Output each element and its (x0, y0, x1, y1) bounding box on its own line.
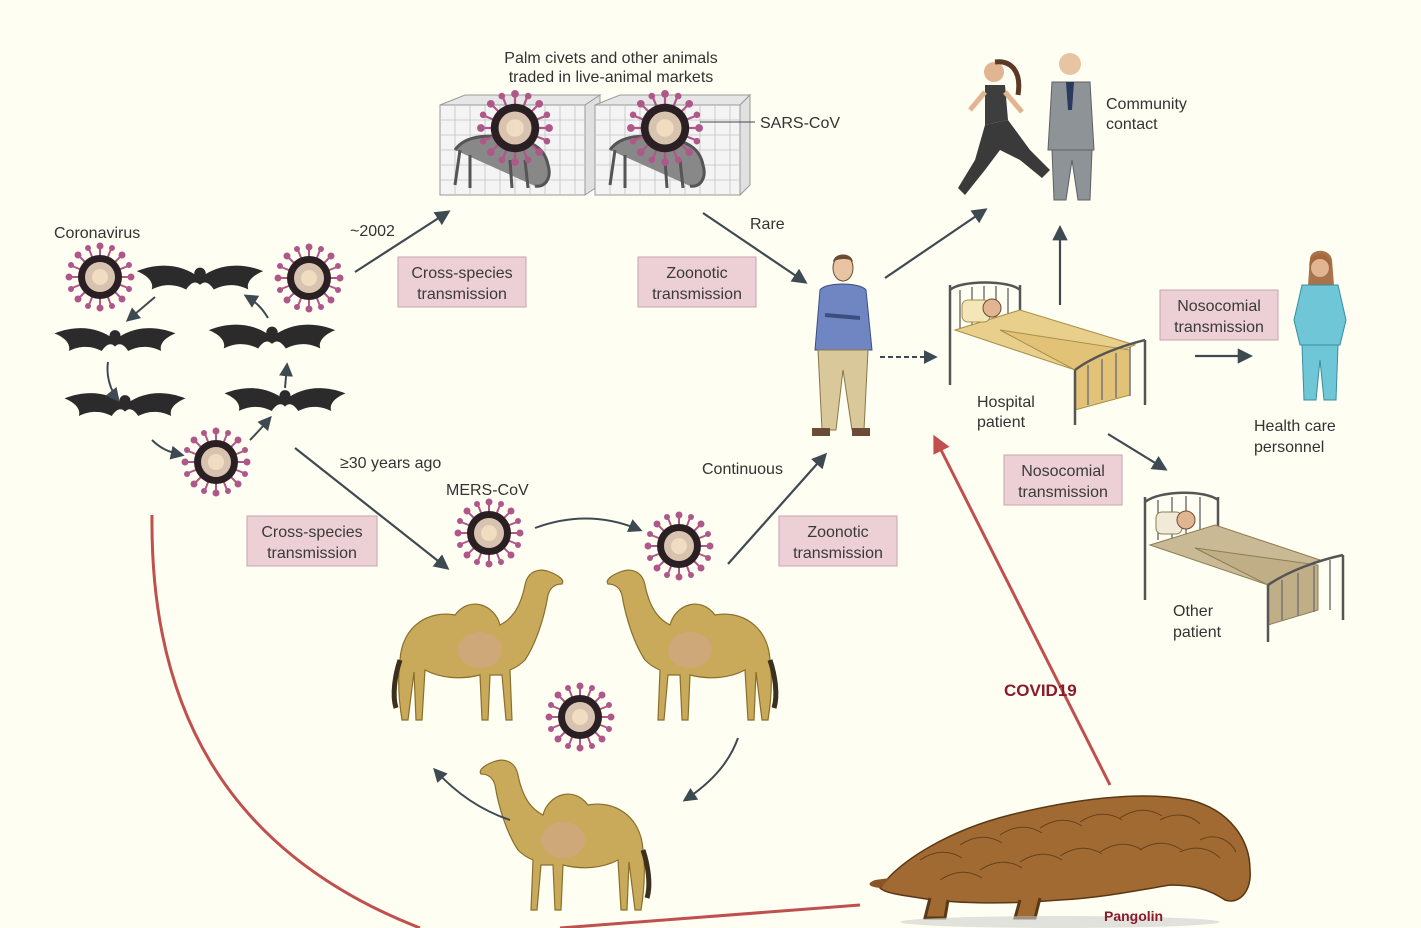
hospital-bed (948, 281, 1147, 425)
arrow-to-other-patient (1107, 433, 1168, 471)
bat-icon-2 (54, 328, 176, 351)
continuous-label: Continuous (702, 461, 783, 478)
health-care-label-1: Health care (1254, 418, 1336, 435)
virus-icon-camel-1 (453, 497, 525, 569)
nosocomial-mid-line-1: Nosocomial (1021, 463, 1105, 480)
pangolin-icon (869, 795, 1251, 928)
camel-icon-1 (394, 570, 563, 720)
red-curve-bats-to-bottom (150, 514, 421, 928)
rare-label: Rare (750, 216, 785, 233)
other-patient-bed (1143, 491, 1345, 642)
arrow-to-cages (354, 210, 451, 273)
zoonotic-bottom-line-1: Zoonotic (807, 524, 868, 541)
bat-icon-3 (208, 324, 336, 349)
year-2002-label: ~2002 (350, 223, 395, 240)
virus-icon-bats-2 (273, 242, 345, 314)
arrow-to-camels (294, 447, 450, 570)
arrow-cages-to-human (702, 212, 808, 284)
nosocomial-box-mid: Nosocomial transmission (1003, 454, 1123, 506)
runner-figure (958, 59, 1050, 195)
palm-civets-label-2: traded in live-animal markets (509, 69, 714, 86)
cross-species-box-bottom: Cross-species transmission (246, 515, 378, 567)
virus-icon-camel-3 (544, 681, 616, 753)
zoonotic-bottom-line-2: transmission (793, 545, 883, 562)
cross-species-top-line-2: transmission (417, 286, 507, 303)
red-arrow-pangolin-to-human (933, 434, 1112, 786)
cross-species-bottom-line-1: Cross-species (261, 524, 362, 541)
red-line-to-pangolin (559, 903, 861, 928)
camel-icon-3 (480, 760, 649, 910)
palm-civets-label-1: Palm civets and other animals (504, 50, 717, 67)
zoonotic-top-line-2: transmission (652, 286, 742, 303)
arrow-camels-to-human (727, 452, 828, 565)
cross-species-bottom-line-2: transmission (267, 545, 357, 562)
other-patient-label-1: Other (1173, 603, 1214, 620)
bat-icon-1 (136, 265, 264, 290)
hospital-label-2: patient (977, 414, 1026, 431)
camel-icon-2 (607, 570, 776, 720)
cage-right (594, 88, 752, 197)
virus-icon-camel-2 (643, 510, 715, 582)
bat-cycle-arrows (105, 294, 294, 460)
camel-cycle-arrows (433, 517, 739, 821)
health-care-label-2: personnel (1254, 439, 1324, 456)
years-ago-label: ≥30 years ago (340, 455, 441, 472)
virus-icon-bats-3 (180, 426, 252, 498)
sars-cov-label: SARS-CoV (760, 115, 840, 132)
zoonotic-box-top: Zoonotic transmission (637, 256, 757, 308)
cross-species-top-line-1: Cross-species (411, 265, 512, 282)
coronavirus-label: Coronavirus (54, 225, 140, 242)
community-label-2: contact (1106, 116, 1158, 133)
hospital-label-1: Hospital (977, 394, 1035, 411)
covid19-label: COVID19 (1004, 681, 1077, 700)
health-care-figure (1293, 250, 1347, 401)
nosocomial-right-line-1: Nosocomial (1177, 298, 1261, 315)
community-label-1: Community (1106, 96, 1187, 113)
mers-cov-label: MERS-CoV (446, 482, 529, 499)
bat-icon-5 (224, 388, 346, 411)
arrow-human-to-community (884, 208, 988, 279)
cross-species-box-top: Cross-species transmission (397, 256, 527, 308)
zoonotic-top-line-1: Zoonotic (666, 265, 727, 282)
cage-left (439, 88, 602, 196)
other-patient-label-2: patient (1173, 624, 1222, 641)
nosocomial-box-right: Nosocomial transmission (1159, 289, 1279, 341)
human-figure (812, 254, 873, 436)
nosocomial-right-line-2: transmission (1174, 319, 1264, 336)
bat-icon-4 (64, 393, 186, 416)
virus-icon-bats-1 (64, 241, 136, 313)
nosocomial-mid-line-2: transmission (1018, 484, 1108, 501)
pangolin-label: Pangolin (1104, 908, 1163, 924)
zoonotic-box-bottom: Zoonotic transmission (778, 515, 898, 567)
businessman-figure (1047, 53, 1095, 201)
